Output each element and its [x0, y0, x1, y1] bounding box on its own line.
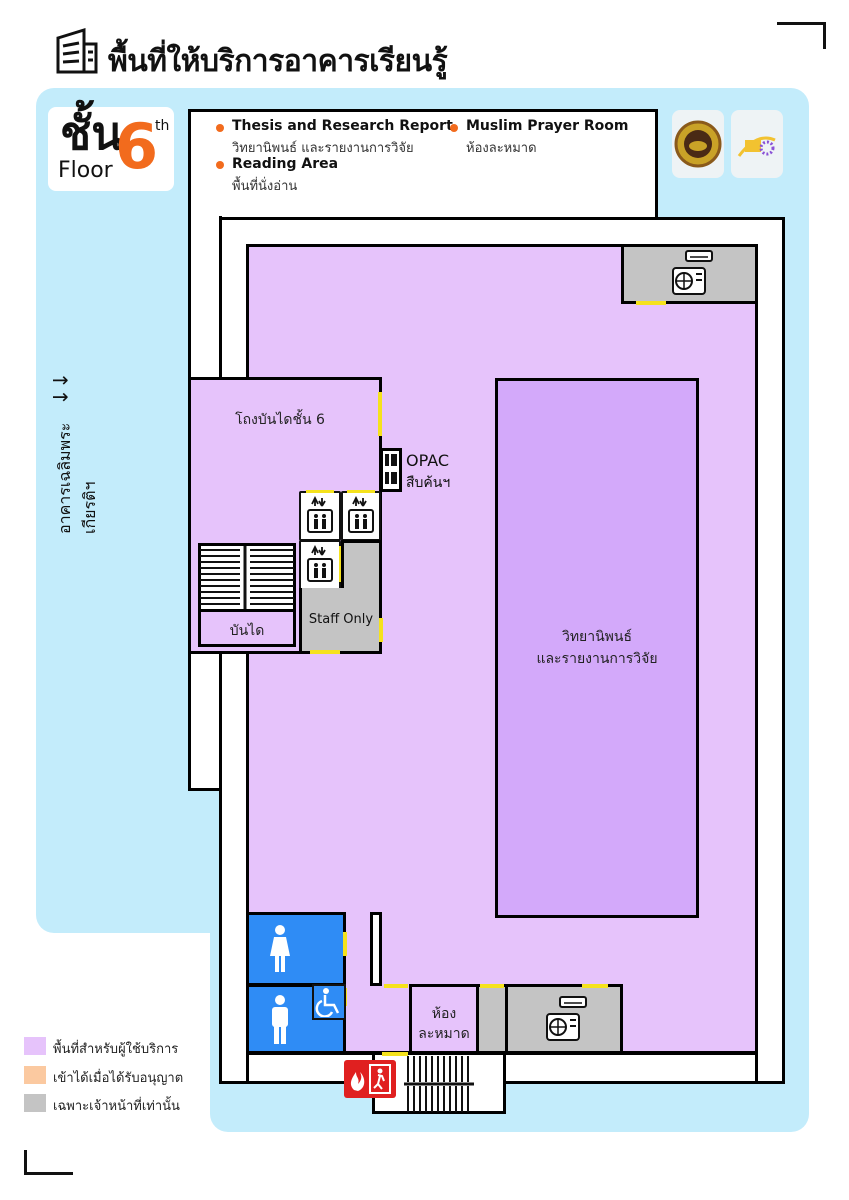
prayer-room-label-line1: ห้อง	[431, 1006, 457, 1022]
service-bullet	[216, 161, 224, 169]
shelf-label-line2: และรายงานการวิจัย	[536, 651, 658, 667]
service-th-prayer: ห้องละหมาด	[466, 141, 537, 156]
door	[382, 1052, 408, 1056]
university-logo	[672, 110, 724, 178]
prayer-room-label-line2: ละหมาด	[418, 1026, 470, 1042]
page-title: พื้นที่ให้บริการอาคารเรียนรู้	[108, 44, 448, 79]
door	[384, 984, 408, 988]
opac-label-thai: สืบค้นฯ	[406, 475, 451, 491]
legend-label-staff-area: เฉพาะเจ้าหน้าที่เท่านั้น	[53, 1099, 180, 1114]
service-list-panel	[188, 109, 658, 221]
stairs-icon	[200, 546, 294, 610]
wheelchair-icon	[315, 988, 340, 1017]
library-logo	[731, 110, 783, 178]
elevator-icon	[348, 495, 374, 533]
door	[636, 301, 666, 305]
corner-mark-bottom-left	[24, 1150, 73, 1175]
service-bullet	[216, 124, 224, 132]
door	[378, 392, 382, 436]
stairs-label: บันได	[229, 623, 265, 639]
door	[480, 984, 504, 988]
door	[339, 546, 342, 582]
legend-label-permission-area: เข้าได้เมื่อได้รับอนุญาต	[53, 1071, 184, 1086]
elevator-icon	[307, 544, 333, 582]
corner-mark-top-right	[777, 22, 826, 49]
fire-exit-icon	[344, 1060, 396, 1098]
service-en-reading: Reading Area	[232, 156, 339, 172]
service-en-prayer: Muslim Prayer Room	[466, 118, 629, 134]
service-en-thesis: Thesis and Research Report	[232, 118, 453, 134]
legend-background	[36, 933, 210, 1163]
side-building-arrow: ↑↑	[48, 372, 72, 406]
floor-label-english: Floor	[58, 158, 113, 183]
service-bullet	[450, 124, 458, 132]
door	[379, 618, 383, 642]
door	[343, 932, 347, 956]
corridor-partition	[370, 912, 382, 986]
side-building-label: อาคารเฉลิมพระเกียรติฯ	[55, 422, 99, 534]
fire-stairs-icon	[404, 1056, 474, 1112]
door	[306, 490, 334, 493]
floor-number-suffix: th	[155, 118, 170, 134]
building-icon	[56, 27, 98, 74]
computer-icon	[385, 454, 397, 484]
service-th-thesis: วิทยานิพนธ์ และรายงานการวิจัย	[232, 141, 414, 156]
service-th-reading: พื้นที่นั่งอ่าน	[232, 179, 298, 194]
womens-restroom	[246, 912, 346, 986]
legend-swatch-staff-area	[24, 1094, 46, 1112]
air-conditioner-icon	[546, 996, 587, 1041]
legend-swatch-permission-area	[24, 1066, 46, 1084]
shelf-label-line1: วิทยานิพนธ์	[561, 629, 633, 645]
floor-number: 6	[115, 110, 159, 183]
door	[582, 984, 608, 988]
stair-hall-label: โถงบันไดชั้น 6	[235, 412, 325, 428]
thesis-shelf-area	[495, 378, 699, 918]
staff-only-room-lower	[299, 588, 382, 654]
door	[347, 490, 375, 493]
stairs-landing	[198, 609, 296, 647]
elevator-icon	[307, 495, 333, 533]
floor-badge	[48, 107, 174, 191]
female-icon	[270, 925, 290, 972]
floor-label-thai: ชั้น	[60, 106, 123, 160]
legend-label-user-area: พื้นที่สำหรับผู้ใช้บริการ	[53, 1042, 179, 1057]
male-icon	[272, 995, 288, 1044]
utility-room	[476, 984, 508, 1054]
legend-swatch-user-area	[24, 1037, 46, 1055]
staff-only-label: Staff Only	[308, 612, 374, 627]
door	[310, 650, 340, 654]
air-conditioner-icon	[672, 250, 713, 295]
opac-label: OPAC	[406, 451, 450, 470]
